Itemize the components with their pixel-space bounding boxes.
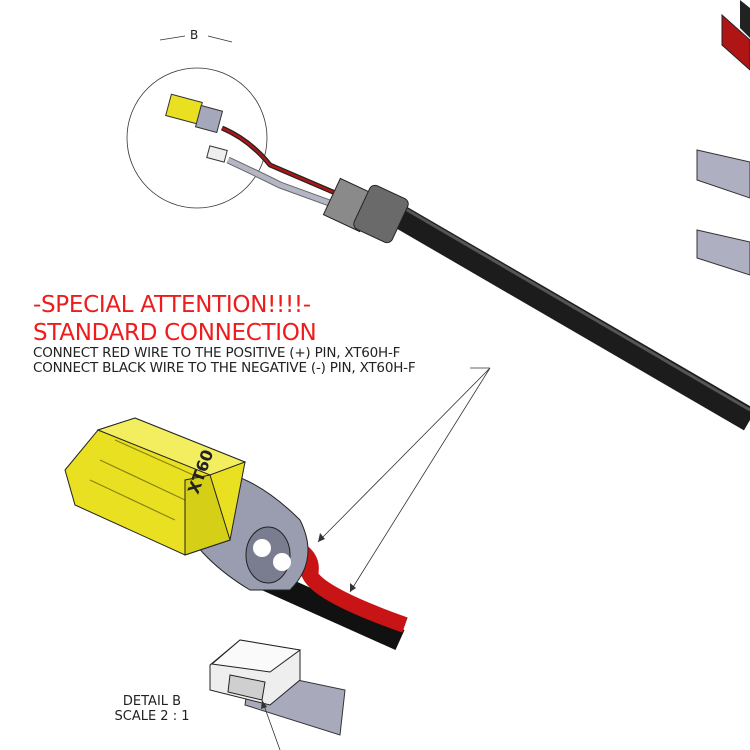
detail-circle (126, 67, 268, 209)
main-cable (373, 194, 750, 431)
detail-jst-connector (209, 639, 302, 706)
partial-gray-band-2 (696, 229, 750, 276)
overview-xt60-connector (165, 93, 224, 134)
xt60-connector (64, 417, 247, 556)
detail-scale: SCALE 2 : 1 (114, 709, 190, 724)
leader-lines (317, 367, 491, 593)
note-special-attention: -SPECIAL ATTENTION!!!!- (33, 292, 311, 318)
xt60-boot (179, 468, 309, 591)
note-red-wire: CONNECT RED WIRE TO THE POSITIVE (+) PIN… (33, 345, 401, 361)
detail-caption: DETAIL B SCALE 2 : 1 (100, 694, 204, 724)
detail-label-b: B (190, 28, 199, 42)
partial-wire-top-right (721, 13, 750, 71)
detail-title: DETAIL B (122, 694, 182, 709)
note-black-wire: CONNECT BLACK WIRE TO THE NEGATIVE (-) P… (33, 360, 416, 376)
note-standard-connection: STANDARD CONNECTION (33, 320, 317, 346)
partial-gray-band-1 (696, 149, 750, 199)
overview-jst-connector (206, 145, 228, 163)
detail-label-arrows (159, 35, 233, 43)
detail-leader (261, 699, 281, 750)
cable-gland (322, 177, 409, 244)
